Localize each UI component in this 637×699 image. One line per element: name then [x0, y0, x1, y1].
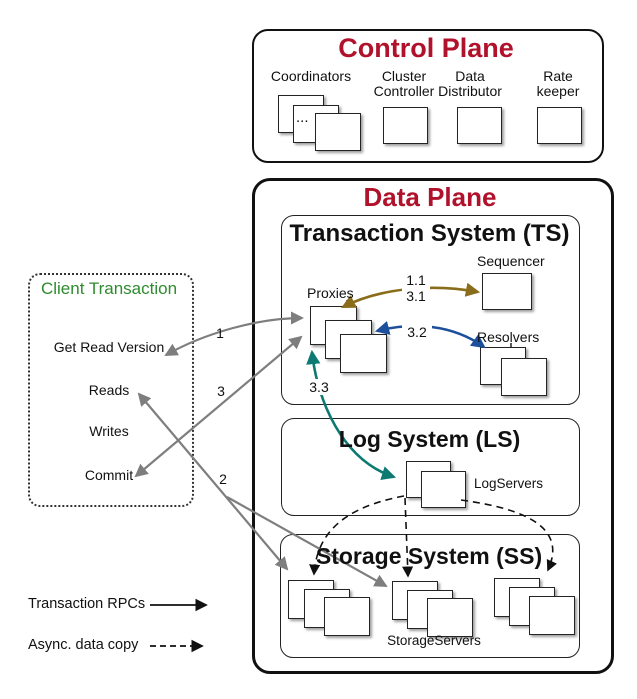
storage-system-box	[280, 534, 580, 658]
cluster-controller-box	[383, 107, 428, 144]
arrow-label-2: 2	[219, 471, 227, 487]
sequencer-label: Sequencer	[477, 253, 545, 269]
rate-keeper-label: Rate keeper	[536, 68, 580, 99]
cluster-controller-label: Cluster Controller	[373, 68, 435, 99]
storage-box-left-3	[324, 597, 370, 636]
transaction-system-title: Transaction System (TS)	[289, 220, 570, 247]
rate-keeper-box	[537, 107, 582, 144]
proxies-label: Proxies	[307, 285, 354, 301]
logservers-label: LogServers	[474, 476, 544, 491]
legend-async-label: Async. data copy	[28, 637, 139, 653]
storageservers-label: StorageServers	[387, 633, 481, 648]
data-distributor-label: Data Distributor	[438, 68, 502, 99]
control-plane-title: Control Plane	[338, 33, 514, 63]
coordinators-label: Coordinators	[270, 68, 352, 84]
sequencer-box	[482, 273, 532, 310]
coordinators-ellipsis: ...	[296, 109, 309, 126]
arrow-label-1: 1	[216, 325, 224, 341]
resolvers-label: Resolvers	[477, 329, 540, 345]
proxy-box-3	[340, 334, 387, 373]
arrow-label-3-2: 3.2	[402, 324, 432, 340]
client-step-reads: Reads	[88, 382, 130, 398]
arrow-label-3: 3	[217, 383, 225, 399]
data-plane-title: Data Plane	[363, 182, 497, 212]
arrow-label-3-1: 3.1	[402, 288, 430, 304]
arrow-label-3-3: 3.3	[303, 379, 335, 395]
transaction-system-box	[281, 215, 580, 405]
coordinator-box-3	[315, 113, 361, 151]
data-distributor-box	[457, 107, 502, 144]
storage-system-title: Storage System (SS)	[315, 543, 543, 569]
resolver-box-2	[501, 358, 547, 396]
storage-box-mid-3	[427, 598, 473, 637]
log-system-title: Log System (LS)	[338, 426, 521, 452]
client-step-commit: Commit	[84, 467, 134, 483]
client-transaction-title: Client Transaction	[40, 279, 178, 298]
client-step-writes: Writes	[89, 423, 129, 439]
storage-box-right-3	[529, 596, 575, 635]
client-step-get-read-version: Get Read Version	[53, 339, 165, 355]
arrow-label-1-1: 1.1	[402, 272, 430, 288]
legend-rpc-label: Transaction RPCs	[28, 596, 146, 612]
logserver-box-2	[421, 471, 466, 508]
